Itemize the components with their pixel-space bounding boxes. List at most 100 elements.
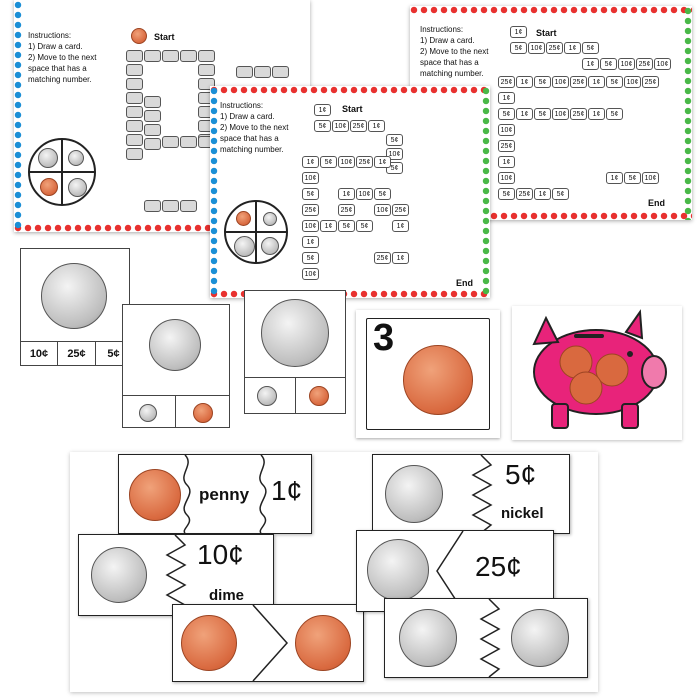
dime-word: dime: [209, 587, 245, 604]
penny-puzzle[interactable]: penny 1¢: [118, 454, 312, 534]
board-space: 25¢: [636, 58, 653, 70]
dime-icon: [149, 319, 201, 371]
instruction-step-2-cont: space that has a: [220, 134, 279, 143]
board-space: [126, 134, 143, 146]
board-space: [198, 50, 215, 62]
instructions-title: Instructions:: [28, 31, 72, 40]
board-space: 5¢: [498, 188, 515, 200]
instructions: Instructions: 1) Draw a card. 2) Move to…: [28, 30, 96, 85]
board-space: 10¢: [642, 172, 659, 184]
board-space: 1¢: [314, 104, 331, 116]
board-space: [162, 200, 179, 212]
coin-spinner: [28, 138, 96, 206]
puzzle-wave-divider: [183, 455, 191, 533]
count-number: 3: [373, 317, 395, 359]
start-label: Start: [154, 32, 175, 42]
end-label: End: [456, 278, 473, 288]
board-space: 1¢: [588, 108, 605, 120]
dot-border: [210, 86, 490, 94]
instruction-step-2-cont: space that has a: [420, 58, 479, 67]
nickel-icon: [261, 237, 279, 255]
board-space: 1¢: [368, 120, 385, 132]
board-space: [144, 110, 161, 122]
penny-icon: [40, 178, 58, 196]
board-space: [144, 124, 161, 136]
nickel-value: 5¢: [505, 459, 537, 490]
nickel-icon: [399, 609, 457, 667]
dime-puzzle[interactable]: 10¢ dime: [78, 534, 274, 616]
start-label: Start: [536, 28, 557, 38]
penny-option-icon[interactable]: [193, 403, 213, 423]
piggy-bank-card: [512, 306, 682, 440]
nickel-pair-puzzle[interactable]: [384, 598, 588, 678]
option-10-cents[interactable]: 10¢: [29, 348, 49, 360]
count-card: 3: [356, 310, 500, 438]
board-space: 1¢: [588, 76, 605, 88]
board-space: 1¢: [498, 156, 515, 168]
board-space: [254, 66, 271, 78]
option-25-cents[interactable]: 25¢: [57, 342, 95, 365]
board-space: [272, 66, 289, 78]
board-space: 25¢: [642, 76, 659, 88]
dime-option-icon[interactable]: [139, 404, 157, 422]
instruction-step-2-cont: matching number.: [28, 75, 92, 84]
option-5-cents[interactable]: 5¢: [95, 342, 131, 365]
board-space: 1¢: [510, 26, 527, 38]
instruction-step-2: 2) Move to the next: [28, 53, 97, 62]
penny-icon: [236, 211, 251, 226]
board-space: 1¢: [320, 220, 337, 232]
dime-icon: [68, 150, 84, 166]
instruction-step-2-cont: matching number.: [220, 145, 284, 154]
board-space: 10¢: [552, 76, 569, 88]
board-space: 1¢: [338, 188, 355, 200]
coin-spinner: [224, 200, 288, 264]
board-space: 10¢: [654, 58, 671, 70]
board-space: 1¢: [606, 172, 623, 184]
board-space: 5¢: [510, 42, 527, 54]
board-space: [126, 50, 143, 62]
instruction-step-2-cont: space that has a: [28, 64, 87, 73]
board-space: 25¢: [498, 140, 515, 152]
dime-icon: [91, 547, 147, 603]
puzzle-wedge-divider: [252, 605, 289, 681]
penny-icon: [181, 615, 237, 671]
board-space: 25¢: [570, 76, 587, 88]
board-space: 25¢: [356, 156, 373, 168]
penny-value: 1¢: [271, 475, 303, 506]
penny-option-icon[interactable]: [309, 386, 329, 406]
board-space: 5¢: [338, 220, 355, 232]
quarter-match-card: [244, 290, 346, 414]
board-space: 10¢: [374, 204, 391, 216]
instructions: Instructions: 1) Draw a card. 2) Move to…: [420, 24, 488, 79]
board-space: 25¢: [374, 252, 391, 264]
puzzle-wave-divider: [259, 455, 267, 533]
penny-pair-puzzle[interactable]: [172, 604, 364, 682]
board-space: [126, 64, 143, 76]
board-space: 5¢: [582, 42, 599, 54]
board-space: 10¢: [552, 108, 569, 120]
board-space: 1¢: [302, 236, 319, 248]
board-space: 5¢: [552, 188, 569, 200]
nickel-puzzle[interactable]: 5¢ nickel: [372, 454, 570, 534]
board-space: 25¢: [392, 204, 409, 216]
board-space: 10¢: [624, 76, 641, 88]
board-space: [180, 136, 197, 148]
board-space: 5¢: [302, 252, 319, 264]
quarter-icon: [261, 299, 329, 367]
board-space: 1¢: [582, 58, 599, 70]
board-space: 5¢: [320, 156, 337, 168]
quarter-icon: [367, 539, 429, 601]
dot-border: [482, 86, 490, 298]
board-space: 5¢: [624, 172, 641, 184]
board-space: 1¢: [374, 156, 391, 168]
board-space: [162, 50, 179, 62]
board-space: 5¢: [606, 76, 623, 88]
board-space: 5¢: [356, 220, 373, 232]
board-space: 10¢: [302, 220, 319, 232]
nickel-option-icon[interactable]: [257, 386, 277, 406]
board-space: 5¢: [314, 120, 331, 132]
board-space: [162, 136, 179, 148]
nickel-icon: [68, 178, 87, 197]
dime-icon: [263, 212, 277, 226]
board-space: 25¢: [350, 120, 367, 132]
